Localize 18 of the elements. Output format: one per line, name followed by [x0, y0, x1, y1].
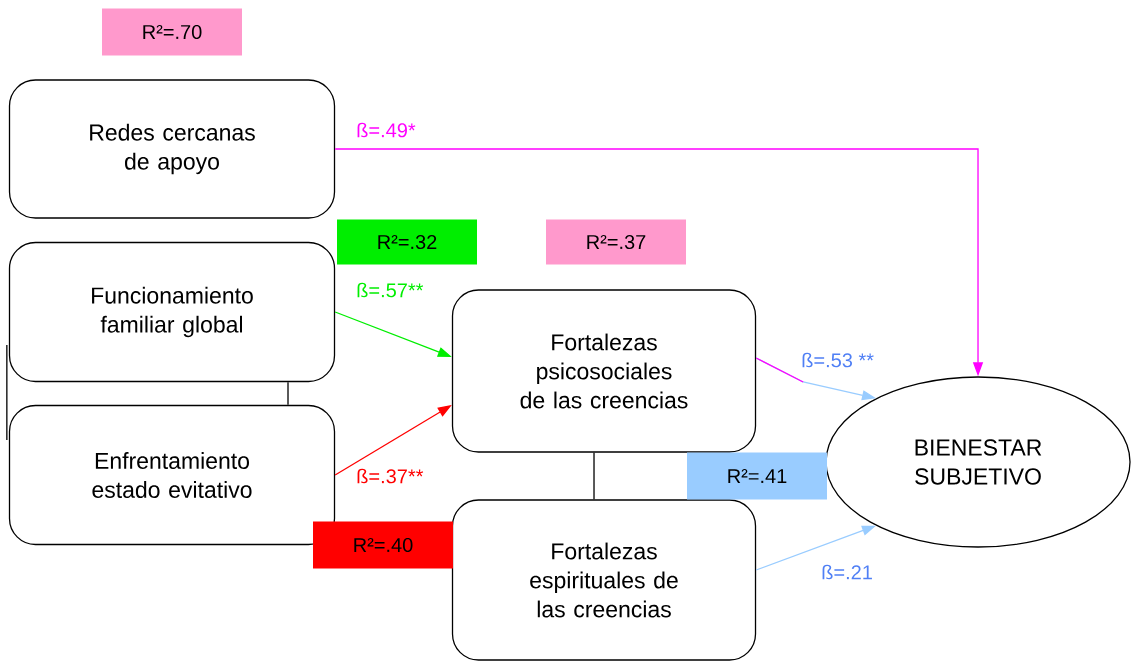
- correlation-line: [287, 381, 289, 406]
- r-squared-box: R²=.41: [687, 452, 827, 500]
- correlation-line: [593, 452, 595, 500]
- coefficient-label: ß=.57**: [355, 281, 425, 299]
- coefficient-label: ß=.49*: [355, 121, 417, 139]
- coefficient-label: ß=.21: [820, 563, 874, 581]
- correlation-line: [6, 344, 8, 441]
- variable-box: Enfrentamiento estado evitativo: [8, 404, 336, 546]
- variable-box: Funcionamiento familiar global: [8, 241, 336, 383]
- r-squared-box: R²=.37: [546, 219, 686, 265]
- variable-box: Fortalezas psicosociales de las creencias: [451, 289, 757, 453]
- r-squared-box: R²=.70: [102, 8, 242, 56]
- variable-box: Fortalezas espirituales de las creencias: [451, 499, 757, 661]
- r-squared-box: R²=.40: [313, 521, 453, 569]
- coefficient-label: ß=.53 **: [800, 351, 876, 369]
- coefficient-label: ß=.37**: [355, 467, 425, 485]
- variable-box: Redes cercanas de apoyo: [8, 79, 336, 219]
- r-squared-box: R²=.32: [337, 219, 477, 265]
